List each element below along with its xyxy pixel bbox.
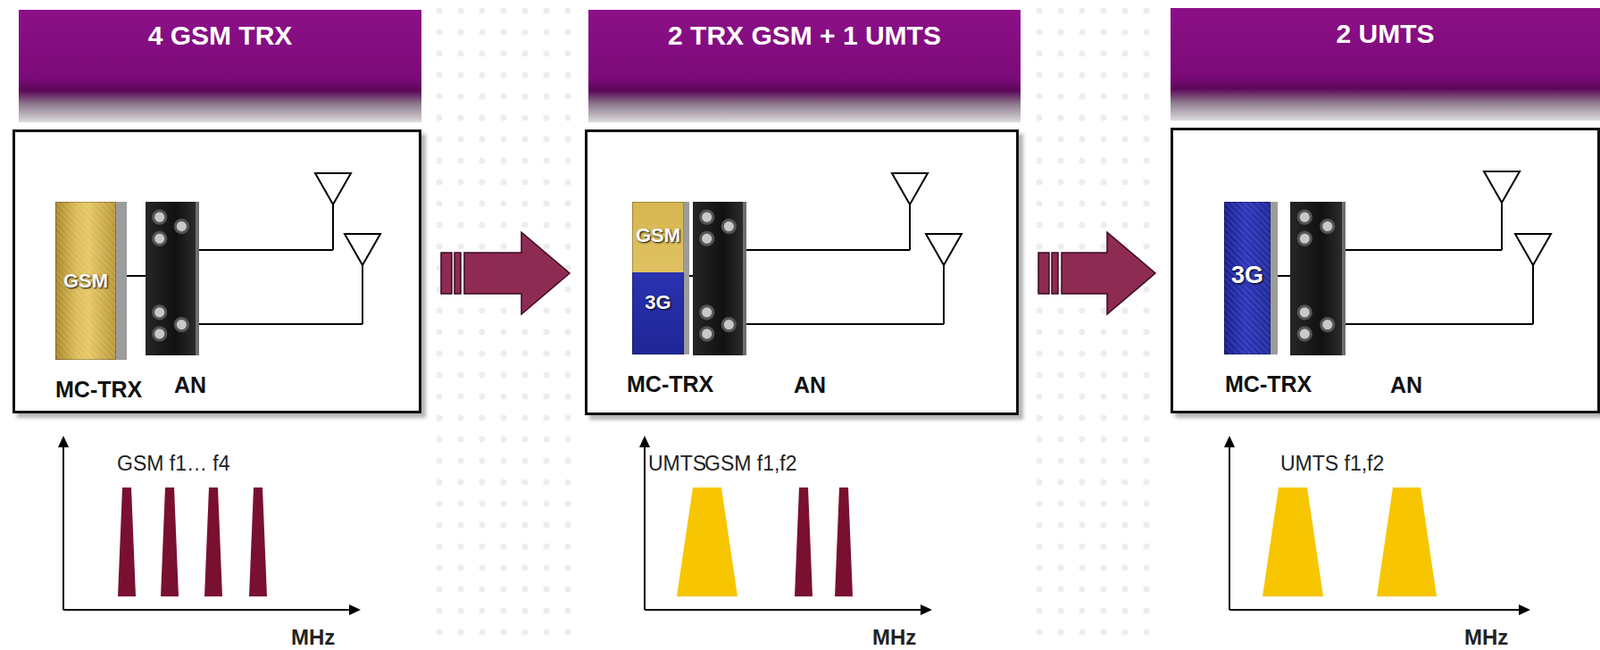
gsm-carrier — [117, 487, 136, 597]
spectrum-label: UMTS f1,f2 — [1280, 451, 1384, 476]
spectrum-label: GSM f1… f4 — [116, 451, 231, 476]
part-label: AN — [174, 371, 207, 399]
axis-line — [63, 608, 352, 611]
antenna-wire — [195, 249, 334, 251]
cable-line — [126, 275, 146, 277]
gsm-carriers — [117, 487, 853, 597]
axis-line — [1228, 444, 1231, 610]
antenna-wire — [1532, 265, 1534, 325]
antenna-symbol — [1483, 171, 1520, 203]
umts-carrier — [1376, 487, 1437, 597]
cable-line — [1277, 275, 1291, 277]
header-band: 4 GSM TRX — [18, 9, 422, 123]
arrow-body — [464, 232, 570, 315]
antenna-wire — [744, 249, 910, 251]
gsm-carrier — [249, 487, 267, 597]
header-text: 4 GSM TRX — [148, 20, 293, 50]
umts-carrier — [676, 487, 738, 597]
axis-arrowheads — [58, 435, 1531, 616]
axis-arrowhead — [1224, 435, 1235, 448]
transition-arrow — [1038, 232, 1156, 315]
part-label: MC-TRX — [1225, 370, 1312, 398]
arrow-body — [1061, 232, 1156, 315]
header-text: 2 TRX GSM + 1 UMTS — [667, 20, 942, 50]
antenna-wire — [1500, 202, 1503, 250]
arrow-tail-block — [1038, 252, 1050, 294]
dot-grid — [428, 0, 579, 650]
gsm-carrier — [204, 487, 223, 597]
module-cable — [126, 275, 146, 277]
antenna-symbol — [891, 173, 928, 205]
header-text: 2 UMTS — [1335, 18, 1434, 49]
axis-line — [643, 444, 646, 610]
arrow-tail-block — [1051, 252, 1059, 294]
mc-trx-module: GSMMC-TRX — [55, 201, 127, 360]
part-label: MC-TRX — [626, 370, 714, 398]
axis-unit-label: MHz — [291, 625, 335, 650]
module-text: GSM — [55, 269, 117, 293]
site-box: 2 UMTS3GMC-TRXAN — [1170, 127, 1600, 414]
antenna-network-module: AN — [692, 201, 747, 356]
mc-trx-module: 3GMC-TRX — [1224, 201, 1278, 355]
transition-arrow — [441, 232, 570, 315]
umts-carrier — [1262, 487, 1324, 597]
axis-arrowhead — [58, 435, 69, 448]
antenna-group — [195, 171, 1551, 325]
spectrum-label: UMTS — [648, 451, 707, 476]
gsm-carrier — [160, 487, 179, 597]
axis-unit-label: MHz — [872, 625, 917, 650]
arrow-tail-block — [454, 252, 461, 294]
antenna-wire — [908, 204, 911, 250]
spectrum-axes — [63, 444, 1522, 610]
part-label: AN — [793, 371, 826, 399]
antenna-symbol — [344, 233, 381, 266]
antenna-symbol — [925, 233, 962, 266]
mc-trx-module: GSM3GMC-TRX — [632, 201, 690, 355]
antenna-symbol — [315, 173, 351, 205]
module-cable — [1277, 275, 1291, 277]
antenna-wire — [195, 323, 363, 325]
antenna-wire — [361, 265, 364, 325]
module-text: 3G — [632, 291, 684, 315]
axis-line — [62, 444, 65, 610]
antenna-wire — [1342, 323, 1534, 325]
module-text: GSM — [632, 224, 684, 248]
spectrum-label: GSM f1,f2 — [704, 451, 798, 476]
axis-line — [1229, 608, 1522, 611]
axis-line — [644, 608, 924, 611]
header-band: 2 UMTS — [1170, 8, 1600, 121]
antenna-wire — [1342, 249, 1502, 251]
arrow-tail-block — [441, 252, 452, 294]
gsm-carrier — [794, 487, 813, 597]
axis-arrowhead — [920, 604, 933, 616]
umts-carriers — [676, 487, 1437, 597]
gsm-carrier — [834, 487, 853, 597]
axis-arrowhead — [349, 604, 361, 616]
header-band: 2 TRX GSM + 1 UMTS — [588, 9, 1021, 123]
antenna-network-module: AN — [1290, 201, 1346, 356]
antenna-network-module: AN — [145, 201, 200, 356]
axis-unit-label: MHz — [1464, 625, 1509, 650]
antenna-wire — [332, 204, 334, 250]
site-box: 4 GSM TRXGSMMC-TRXAN — [12, 129, 422, 414]
site-box: 2 TRX GSM + 1 UMTSGSM3GMC-TRXAN — [584, 129, 1019, 416]
antenna-symbol — [1515, 233, 1551, 266]
part-label: AN — [1390, 371, 1423, 399]
module-text: 3G — [1224, 261, 1271, 290]
axis-arrowhead — [639, 435, 650, 448]
axis-arrowhead — [1518, 604, 1531, 616]
antenna-wire — [942, 265, 945, 325]
antenna-wire — [744, 323, 944, 325]
part-label: MC-TRX — [55, 375, 142, 403]
dot-grid — [1025, 0, 1165, 650]
